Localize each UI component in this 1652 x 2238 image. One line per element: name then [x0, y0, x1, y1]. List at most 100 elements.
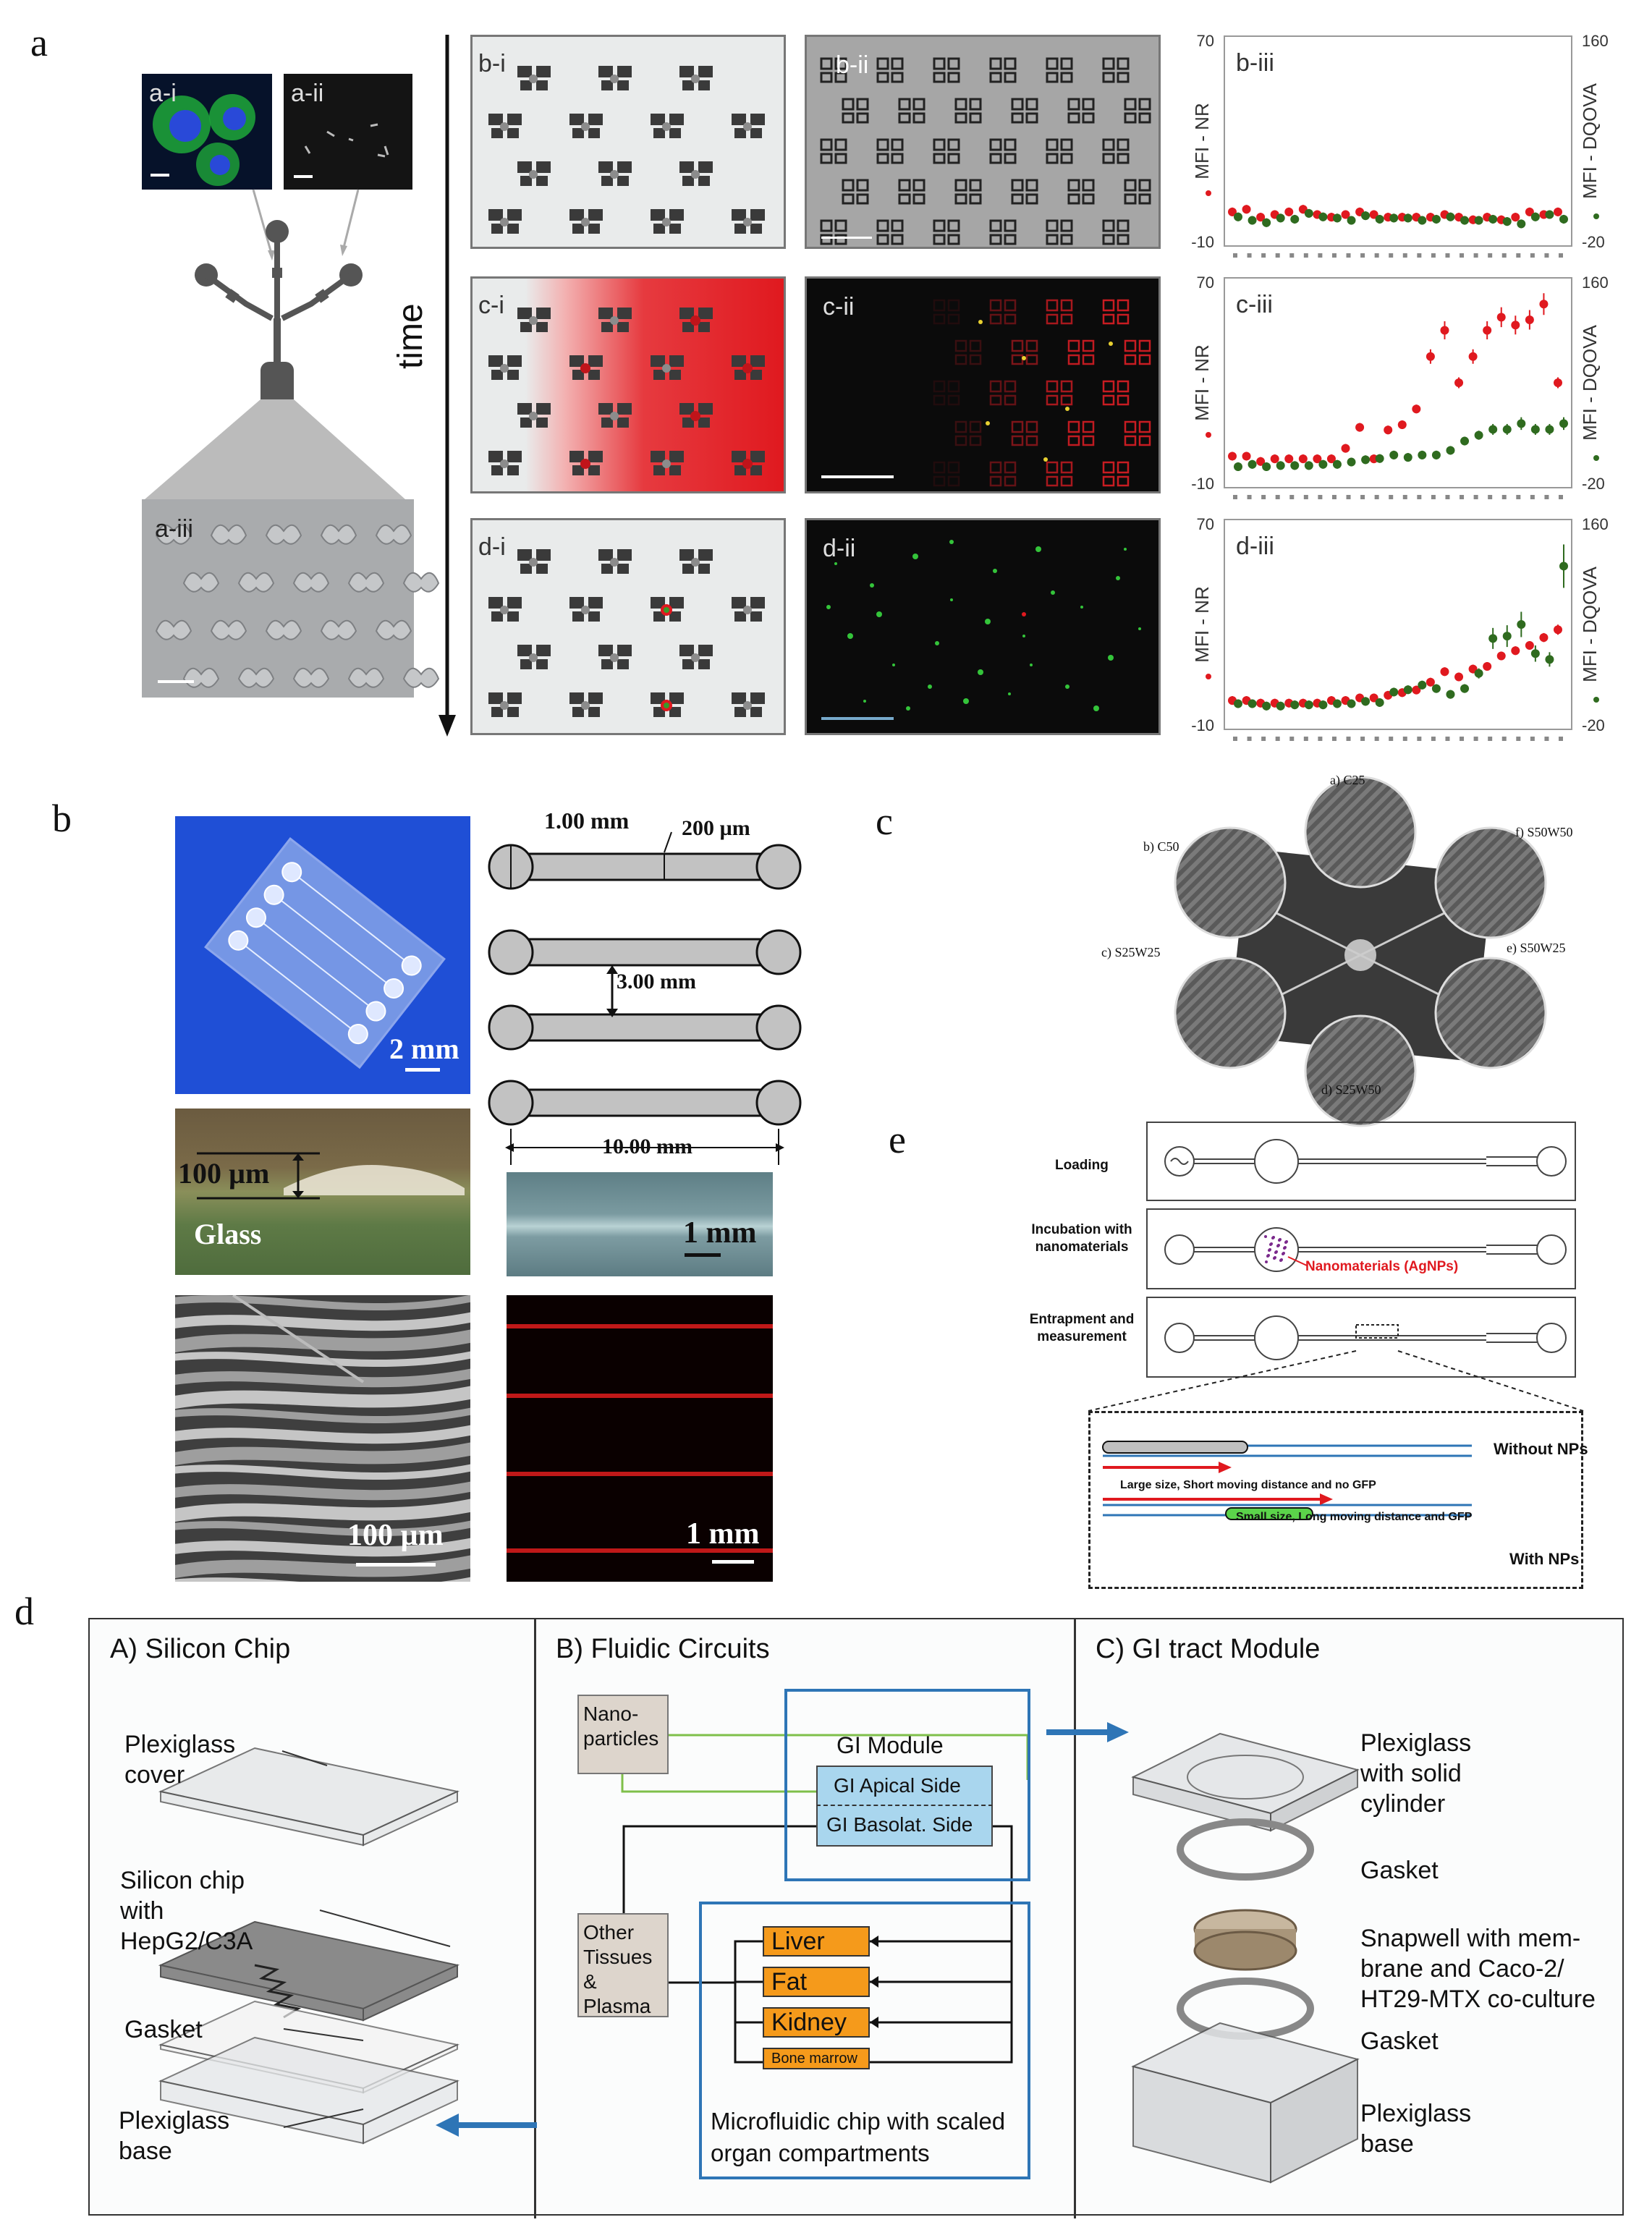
- red-lines-graphic: [507, 1324, 773, 1564]
- data-point: [1332, 459, 1342, 469]
- x-tick: [1374, 495, 1379, 499]
- x-tick: [1374, 253, 1379, 258]
- trap: [842, 98, 869, 124]
- trap: [292, 572, 330, 593]
- data-point: [1418, 216, 1427, 225]
- texture-disc: [1174, 957, 1287, 1069]
- data-point: [1369, 210, 1378, 219]
- zoom-line: [1088, 1350, 1357, 1412]
- legend-marker-dqova: [1593, 455, 1599, 461]
- data-point: [1559, 561, 1568, 571]
- y-tick-label: -10: [1191, 233, 1214, 251]
- x-tick: [1516, 737, 1521, 741]
- x-tick: [1233, 737, 1237, 741]
- worm-without-nps: [1102, 1441, 1248, 1454]
- data-point: [1248, 699, 1257, 708]
- image-red-lines: 1 mm: [507, 1295, 773, 1582]
- trap: [1046, 219, 1073, 245]
- fiber: [175, 1386, 470, 1410]
- y-tick-label: 70: [1197, 32, 1214, 50]
- label-diameter: 1.00 mm: [544, 808, 630, 834]
- cell: [742, 459, 753, 469]
- trap: [651, 209, 684, 234]
- data-point: [1468, 352, 1478, 361]
- data-point: [1488, 634, 1498, 643]
- trap: [1067, 339, 1095, 365]
- trap: [954, 98, 982, 124]
- y-axis-label: MFI - NR: [1191, 103, 1213, 179]
- panel-label-b: b: [52, 797, 72, 840]
- label-gap: 3.00 mm: [617, 970, 696, 993]
- x-tick: [1431, 737, 1436, 741]
- data-point: [1530, 425, 1540, 434]
- spot: [950, 598, 953, 601]
- plot-area: [1224, 277, 1572, 488]
- divider-2: [1074, 1618, 1076, 2218]
- data-point: [1460, 216, 1470, 225]
- trap: [842, 179, 869, 205]
- data-point: [1284, 454, 1294, 464]
- data-point: [1517, 219, 1526, 229]
- arrowhead: [1320, 1493, 1333, 1505]
- data-point: [1511, 213, 1520, 222]
- image-a-ii: a-ii: [284, 74, 412, 190]
- cell: [690, 315, 700, 326]
- x-tick: [1473, 737, 1478, 741]
- texture-disc: [1304, 1014, 1417, 1127]
- x-tick: [1501, 495, 1507, 499]
- trap: [820, 219, 847, 245]
- trap: [989, 57, 1017, 83]
- data-point: [1369, 693, 1378, 703]
- data-point: [1545, 425, 1554, 434]
- plexiglass-base: [363, 2080, 458, 2145]
- trap: [347, 572, 385, 593]
- spot: [993, 569, 997, 573]
- trap: [155, 619, 192, 640]
- x-tick: [1488, 495, 1493, 499]
- spot: [892, 664, 895, 666]
- data-point: [1234, 212, 1242, 221]
- title-fluidic-circuits: B) Fluidic Circuits: [556, 1634, 770, 1664]
- gi-basolat-box: GI Basolat. Side: [816, 1806, 993, 1847]
- trap: [1011, 98, 1038, 124]
- trap: [402, 572, 440, 593]
- trap: [876, 138, 904, 164]
- data-point: [1276, 461, 1285, 470]
- data-point: [1304, 461, 1313, 470]
- image-d-ii: d-ii: [805, 518, 1161, 735]
- x-tick: [1402, 495, 1407, 499]
- arrowhead: [1219, 1462, 1232, 1473]
- fiber: [175, 1312, 470, 1331]
- trap: [375, 524, 412, 545]
- trap: [569, 451, 603, 475]
- brightfield-traps: [820, 57, 1151, 245]
- label-incubation: Incubation with nanomaterials: [1031, 1222, 1132, 1255]
- x-tick: [1559, 495, 1563, 499]
- spot: [1138, 627, 1141, 630]
- trap: [651, 692, 684, 717]
- silicon-chip-exploded: [158, 1747, 537, 2145]
- y-tick-label: 70: [1197, 515, 1214, 533]
- np-dot: [1265, 1260, 1268, 1263]
- schematic-b-i: b-i: [470, 35, 786, 249]
- flow-line: [734, 1940, 763, 2064]
- trap: [679, 403, 713, 428]
- trap: [898, 179, 925, 205]
- scalebar-2mm: 2 mm: [389, 1033, 459, 1065]
- trap: [1067, 98, 1095, 124]
- image-c-ii: c-ii: [805, 276, 1161, 493]
- x-tick: [1303, 253, 1308, 258]
- a-arrows: [252, 189, 360, 260]
- x-tick: [1346, 737, 1351, 741]
- trap: [517, 308, 551, 332]
- solid-cylinder: [1187, 1755, 1304, 1800]
- chart-title-b-iii: b-iii: [1236, 49, 1274, 77]
- arrowhead: [606, 965, 618, 974]
- flow-line: [622, 1825, 816, 1913]
- trap: [598, 645, 632, 669]
- gasket-ring: [1177, 1818, 1314, 1881]
- data-point: [1496, 651, 1506, 661]
